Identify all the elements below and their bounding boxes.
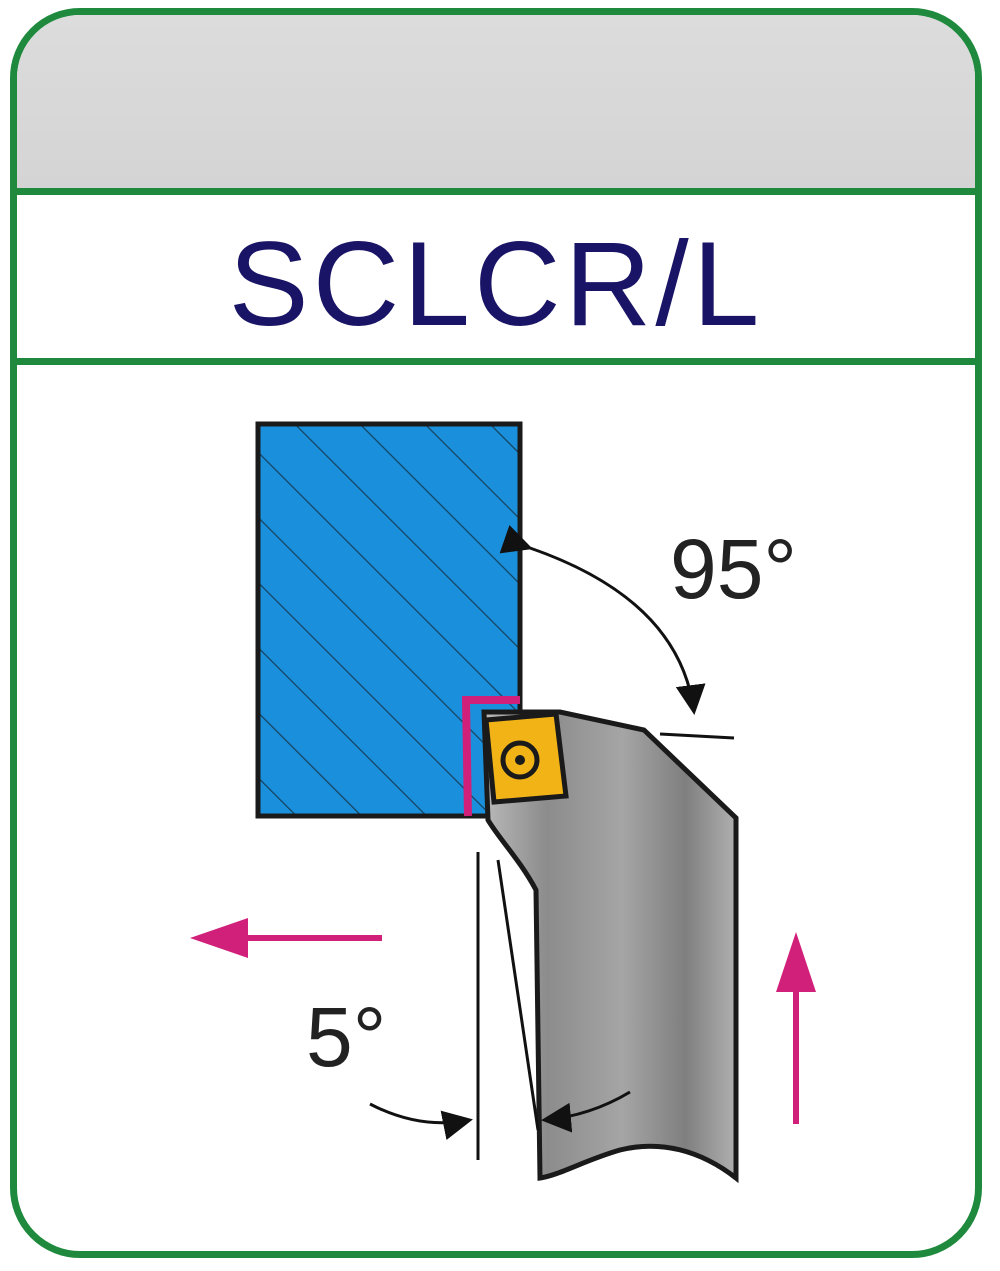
tool-card: SCLCR/L — [10, 8, 982, 1258]
feed-arrow-up — [776, 932, 816, 1124]
angle-95-label: 95° — [670, 522, 797, 616]
title-band: SCLCR/L — [17, 195, 975, 365]
tool-holder — [481, 709, 739, 1184]
feed-arrow-left — [190, 918, 382, 958]
angle-5-label: 5° — [306, 990, 386, 1084]
workpiece — [255, 421, 523, 819]
header-band — [17, 15, 975, 195]
tool-code-title: SCLCR/L — [228, 216, 764, 351]
insert — [483, 711, 569, 805]
angle-5-dimension: 5° — [306, 852, 631, 1160]
angle-95-dimension: 95° — [499, 522, 797, 740]
